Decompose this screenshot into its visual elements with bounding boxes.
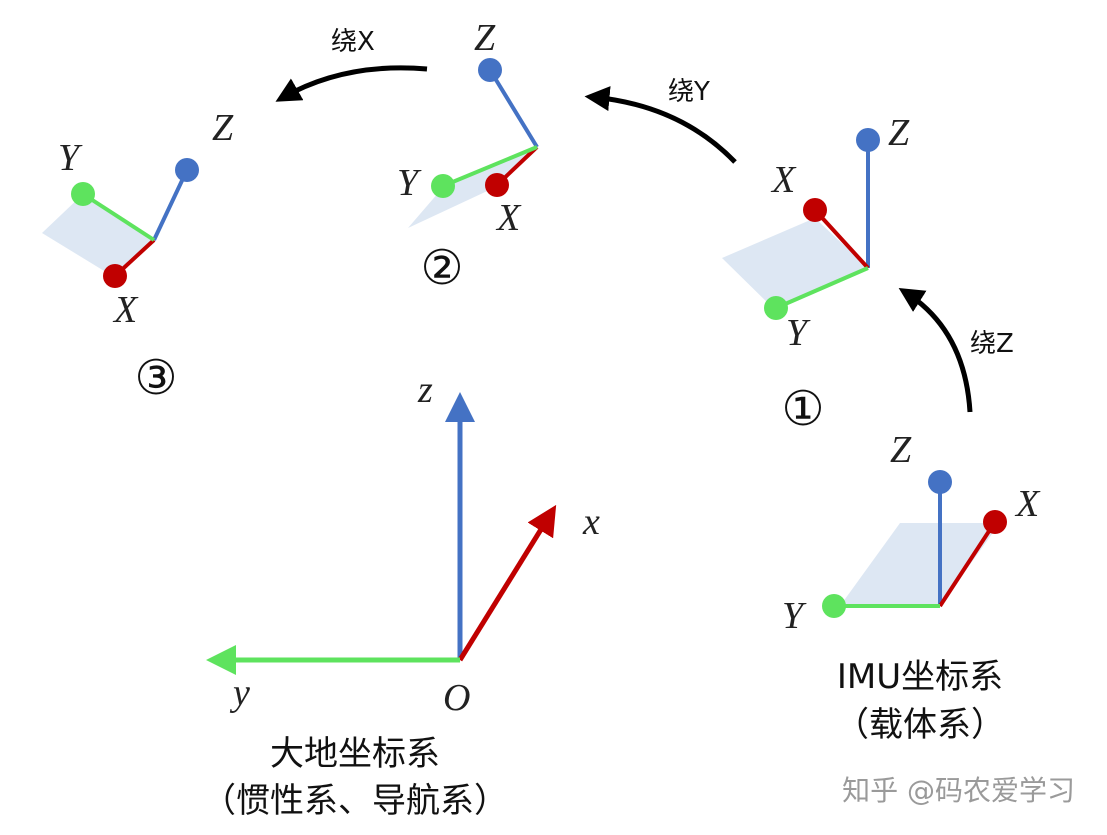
earth-y-label: y [229,672,250,714]
imu-y-knob [822,594,846,618]
earth-frame-caption: 大地坐标系 [270,734,440,774]
frame-2-y-axis [442,145,538,188]
watermark: 知乎 @码农爱学习 [842,774,1075,807]
rotate-x-step: 绕X [275,27,428,102]
frame-3-step-number: ③ [134,350,177,406]
imu-frame-caption: IMU坐标系 [837,657,1003,697]
frame-1-y-axis [775,266,869,310]
imu-x-knob [983,510,1007,534]
earth-frame: z x y O 大地坐标系 （惯性系、导航系） [202,369,600,821]
earth-origin-label: O [443,677,470,719]
frame-3-x-knob [103,264,127,288]
imu-z-knob [928,470,952,494]
frame-1-z-knob [856,128,880,152]
imu-y-label: Y [782,595,807,637]
frame-3-plane [42,195,154,277]
rotate-z-label: 绕Z [970,329,1014,359]
frame-1-y-knob [764,296,788,320]
frame-3-x-label: X [112,289,139,331]
frame-2-y-label: Y [397,162,422,204]
earth-x-label: x [582,501,600,543]
imu-frame: Z X Y IMU坐标系 （载体系） [782,429,1041,745]
frame-3-y-knob [71,182,95,206]
rotate-x-arrow [275,65,428,102]
frame-3-y-label: Y [58,137,83,179]
frame-1-x-knob [803,198,827,222]
frame-2-z-axis [488,68,539,149]
frame-1: Z X Y ① [722,112,910,437]
frame-1-step-number: ① [781,381,824,437]
frame-1-x-label: X [770,159,797,201]
imu-frame-subcaption: （载体系） [835,705,1005,745]
frame-2-plane [408,147,537,228]
frame-3-z-axis [152,169,189,241]
rotate-y-arrow [584,86,737,164]
frame-2-x-label: X [495,197,522,239]
imu-plane [840,523,1000,606]
frame-2-step-number: ② [420,240,463,296]
rotate-z-step: 绕Z [898,287,1014,413]
frame-1-plane [722,218,868,310]
earth-z-label: z [417,369,433,411]
imu-x-label: X [1014,483,1041,525]
frame-2: Z X Y ② [397,17,539,296]
frame-2-z-label: Z [474,17,496,59]
frame-3: Z X Y ③ [42,107,234,406]
earth-frame-subcaption: （惯性系、导航系） [202,781,508,821]
frame-1-z-label: Z [888,112,910,154]
frame-1-y-label: Y [786,312,811,354]
imu-z-label: Z [890,429,912,471]
rotate-y-step: 绕Y [584,77,737,164]
rotate-x-label: 绕X [331,27,375,57]
frame-2-z-knob [478,58,502,82]
frame-3-y-axis [81,192,156,242]
frame-3-z-label: Z [212,107,234,149]
frame-1-x-axis [813,208,870,270]
rotate-y-label: 绕Y [668,77,710,107]
earth-x-axis [457,504,557,662]
frame-3-z-knob [175,158,199,182]
frame-2-y-knob [431,174,455,198]
imu-x-axis [938,520,997,608]
frame-2-x-knob [485,173,509,197]
rotate-z-arrow [898,287,973,413]
